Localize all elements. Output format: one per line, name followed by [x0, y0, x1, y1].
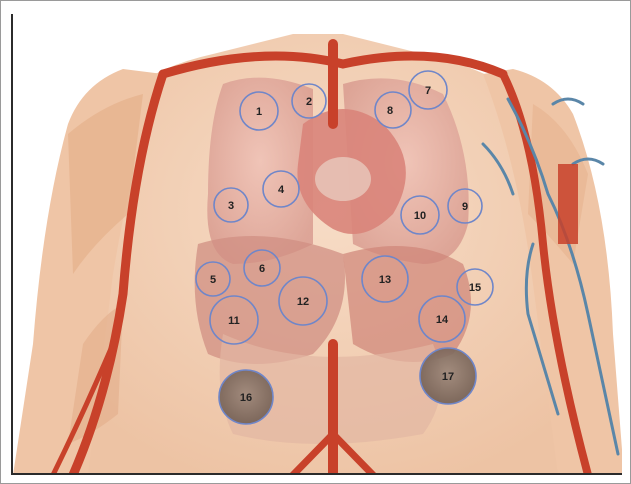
- marker-label-9: 9: [462, 201, 468, 213]
- anatomy-illustration: 1 2 3 4 5 6 7 8 9 10 11 12 13 14 15 16 1…: [13, 14, 622, 475]
- marker-label-3: 3: [228, 200, 234, 212]
- marker-label-12: 12: [297, 296, 309, 308]
- marker-label-7: 7: [425, 85, 431, 97]
- marker-label-1: 1: [256, 106, 262, 118]
- marker-label-15: 15: [469, 282, 481, 294]
- marker-label-5: 5: [210, 274, 216, 286]
- figure-image-area: 1 2 3 4 5 6 7 8 9 10 11 12 13 14 15 16 1…: [11, 14, 622, 475]
- marker-label-17: 17: [442, 371, 454, 383]
- marker-label-6: 6: [259, 263, 265, 275]
- marker-label-10: 10: [414, 210, 426, 222]
- marker-label-4: 4: [278, 184, 285, 196]
- marker-label-14: 14: [436, 314, 449, 326]
- marker-label-11: 11: [228, 315, 240, 327]
- marker-label-2: 2: [306, 96, 312, 108]
- marker-label-13: 13: [379, 274, 391, 286]
- right-arm-artery-segment: [558, 164, 578, 244]
- marker-label-8: 8: [387, 105, 393, 117]
- marker-label-16: 16: [240, 392, 252, 404]
